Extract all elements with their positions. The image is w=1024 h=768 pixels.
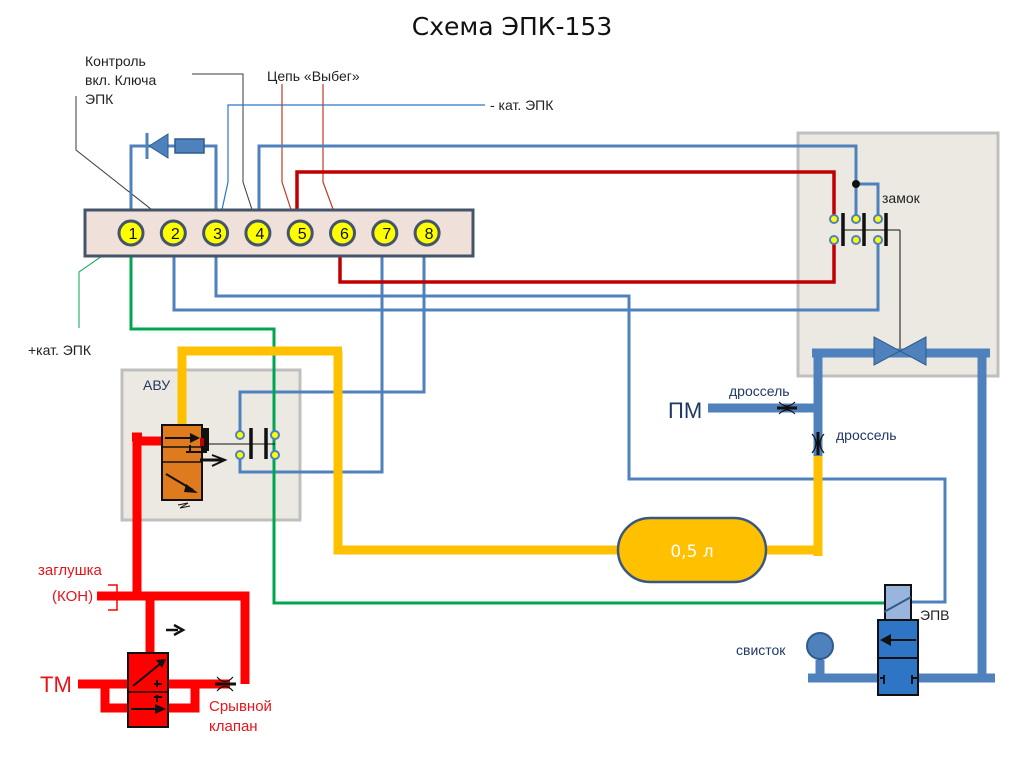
terminal-pin-label: 8 [425, 226, 434, 243]
lock-block [796, 131, 1000, 378]
terminal-pin-8 [413, 219, 441, 247]
breakaway-label-1: Срывной [209, 698, 272, 715]
avu-label: АВУ [143, 377, 170, 393]
terminal-pin-label: 7 [382, 226, 391, 243]
plus-cat-label: +кат. ЭПК [28, 342, 92, 358]
diode-icon [145, 133, 205, 159]
whistle-icon [806, 632, 834, 678]
terminal-pin-5 [286, 219, 314, 247]
terminal-pin-label: 2 [171, 226, 180, 243]
minus-cat-label: - кат. ЭПК [490, 97, 554, 113]
terminal-pin-3 [202, 219, 230, 247]
terminal-pin-label: 6 [340, 226, 349, 243]
throttle-label-2: дроссель [836, 427, 897, 443]
tm-label: ТМ [40, 672, 72, 697]
plug-kon-label: (КОН) [52, 588, 93, 605]
terminal-pin-label: 1 [129, 226, 138, 243]
control-key-label-1: Контроль [85, 53, 146, 69]
throttle-label-1: дроссель [729, 383, 790, 399]
breakaway-valve-icon [127, 652, 169, 728]
flow-arrow-icon [166, 623, 186, 637]
terminal-pin-6 [329, 219, 356, 247]
throttle-icon-breakaway [215, 676, 236, 692]
terminal-pin-label: 4 [255, 226, 264, 243]
epv-valve-icon [877, 584, 919, 696]
control-key-label-2: вкл. Ключа [85, 72, 156, 88]
terminal-pin-4 [244, 219, 272, 247]
junction-dot [852, 180, 860, 188]
control-key-label-3: ЭПК [85, 91, 114, 107]
terminal-pin-1 [117, 219, 145, 247]
avu-contacts [209, 428, 280, 460]
avu-valve-icon [161, 424, 228, 509]
blue-pipes [708, 348, 995, 683]
plug-label: заглушка [38, 562, 103, 579]
avu-red-pipe [132, 432, 162, 600]
throttle-icon-tank [811, 432, 825, 455]
pm-label: ПМ [668, 398, 702, 423]
whistle-label: свисток [736, 642, 786, 658]
terminal-pins: 1 2 3 4 5 6 7 8 [117, 219, 441, 247]
terminal-pin-2 [159, 219, 187, 247]
terminal-pin-label: 3 [213, 226, 222, 243]
lock-contacts [829, 180, 901, 350]
runout-circuit-label: Цепь «Выбег» [267, 68, 360, 84]
plug-bracket [108, 584, 118, 611]
cock-valve-icon [873, 336, 927, 366]
terminal-block [83, 208, 475, 258]
breakaway-label-2: клапан [209, 718, 258, 735]
diagram-title: Схема ЭПК-153 [412, 12, 613, 41]
throttle-icon-pm [777, 401, 797, 415]
red-wires [295, 170, 836, 284]
reservoir-tank [616, 516, 768, 584]
terminal-pin-label: 5 [298, 226, 307, 243]
terminal-pin-7 [371, 219, 399, 247]
tank-volume-label: 0,5 л [670, 542, 713, 562]
yellow-pipes [177, 346, 823, 556]
green-wire [129, 250, 885, 605]
epv-label: ЭПВ [920, 607, 949, 623]
lock-label: замок [882, 190, 921, 206]
